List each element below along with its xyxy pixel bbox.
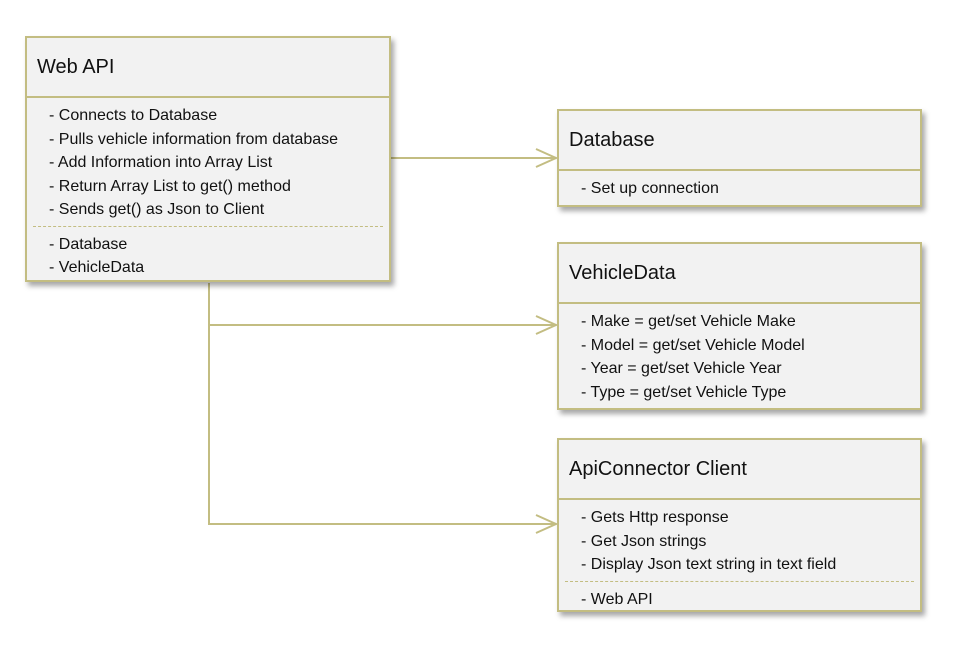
apiconnector-method: - Get Json strings: [581, 532, 707, 550]
webapi-class-title: Web API: [27, 38, 389, 98]
database-class-title: Database: [559, 111, 920, 171]
apiconnector-method: - Gets Http response: [581, 509, 729, 526]
webapi-dependency: - VehicleData: [49, 259, 145, 276]
apiconnector-method: - Display Json text string in text field: [581, 556, 837, 573]
vehicledata-method: - Model = get/set Vehicle Model: [581, 336, 805, 354]
database-method: - Set up connection: [581, 180, 719, 197]
arrowhead-vehicledata: [535, 315, 559, 335]
vehicledata-method: - Year = get/set Vehicle Year: [581, 360, 782, 377]
apiconnector-class-box: ApiConnector Client - Gets Http response…: [557, 438, 922, 612]
arrow-webapi-to-apiconnector: [208, 325, 556, 525]
webapi-methods: - Connects to Database - Pulls vehicle i…: [27, 98, 389, 226]
arrow-webapi-to-vehicledata: [208, 283, 556, 326]
section-divider: [565, 580, 914, 582]
apiconnector-class-title: ApiConnector Client: [559, 440, 920, 500]
apiconnector-methods: - Gets Http response - Get Json strings …: [559, 500, 920, 581]
vehicledata-class-title: VehicleData: [559, 244, 920, 304]
vehicledata-class-box: VehicleData - Make = get/set Vehicle Mak…: [557, 242, 922, 410]
webapi-method: - Connects to Database: [49, 107, 218, 124]
arrowhead-database: [535, 148, 559, 168]
webapi-dependencies: - Database - VehicleData: [27, 227, 389, 284]
vehicledata-method: - Make = get/set Vehicle Make: [581, 313, 796, 330]
apiconnector-dependency: - Web API: [581, 590, 653, 608]
database-methods: - Set up connection: [559, 171, 920, 205]
vehicledata-method: - Type = get/set Vehicle Type: [581, 383, 787, 401]
section-divider: [33, 225, 383, 227]
webapi-method: - Return Array List to get() method: [49, 177, 291, 195]
webapi-dependency: - Database: [49, 235, 128, 253]
vehicledata-methods: - Make = get/set Vehicle Make - Model = …: [559, 304, 920, 408]
webapi-method: - Add Information into Array List: [49, 154, 273, 171]
webapi-class-box: Web API - Connects to Database - Pulls v…: [25, 36, 391, 282]
apiconnector-dependencies: - Web API: [559, 582, 920, 616]
arrowhead-apiconnector: [535, 514, 559, 534]
webapi-method: - Sends get() as Json to Client: [49, 201, 265, 218]
webapi-method: - Pulls vehicle information from databas…: [49, 130, 339, 148]
database-class-box: Database - Set up connection: [557, 109, 922, 207]
